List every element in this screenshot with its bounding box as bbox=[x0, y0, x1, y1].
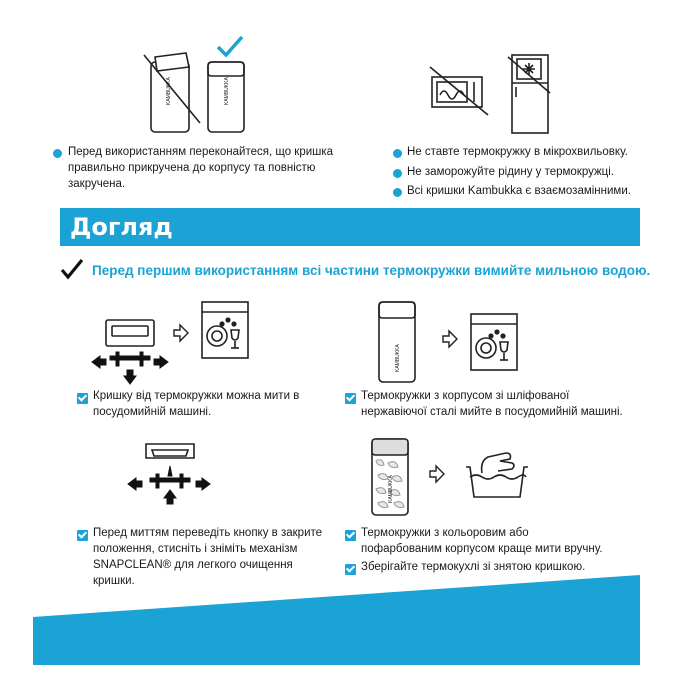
checkbox-icon bbox=[77, 393, 88, 404]
no-microwave-text: Не ставте термокружку в мікрохвильовку. bbox=[407, 146, 628, 158]
arrow-right-icon bbox=[173, 323, 189, 343]
checkbox-icon bbox=[345, 564, 356, 575]
no-microwave-freezer-illustration bbox=[429, 54, 551, 134]
big-check-icon bbox=[60, 258, 84, 280]
lid-icon bbox=[145, 443, 195, 459]
care-banner: Догляд bbox=[60, 208, 640, 246]
arrow-right-icon bbox=[429, 464, 445, 484]
dishwasher-icon bbox=[470, 313, 518, 371]
handwash-illustration: KAMBUKKA bbox=[371, 438, 528, 516]
bullet-dot bbox=[393, 149, 402, 158]
checkbox-icon bbox=[345, 393, 356, 404]
colored-handwash-text: Термокружки з кольоровим або пофарбовани… bbox=[361, 527, 603, 555]
snapclean-mechanism-icon bbox=[127, 465, 211, 505]
mug-brand-text: KAMBUKKA bbox=[224, 77, 230, 105]
handwash-icon bbox=[466, 452, 528, 498]
bullet-dot bbox=[393, 169, 402, 178]
lid-dishwasher-text: Кришку від термокружки можна мити в посу… bbox=[93, 390, 300, 418]
no-freeze-text: Не заморожуйте рідину у термокружці. bbox=[407, 166, 615, 178]
checkbox-icon bbox=[77, 530, 88, 541]
lid-check-text: Перед використанням переконайтеся, що кр… bbox=[68, 146, 334, 190]
care-intro-text: Перед першим використанням всі частини т… bbox=[92, 263, 651, 278]
arrow-right-icon bbox=[442, 329, 458, 349]
fridge-icon bbox=[507, 54, 551, 134]
mug-wrong-icon bbox=[143, 52, 201, 133]
checkbox-icon bbox=[345, 530, 356, 541]
bullet-dot bbox=[53, 149, 62, 158]
mug-brand-text: KAMBUKKA bbox=[388, 475, 394, 503]
interchangeable-lids-text: Всі кришки Kambukka є взаємозамінними. bbox=[407, 185, 631, 197]
snapclean-mechanism-icon bbox=[91, 351, 169, 385]
dishwasher-icon bbox=[201, 301, 249, 359]
microwave-icon bbox=[429, 66, 489, 116]
patterned-mug-icon bbox=[371, 438, 409, 516]
lid-dishwasher-illustration bbox=[91, 301, 249, 385]
snapclean-illustration bbox=[127, 443, 211, 505]
snapclean-text: Перед миттям переведіть кнопку в закрите… bbox=[93, 527, 323, 587]
steel-dishwasher-illustration: KAMBUKKA bbox=[378, 301, 518, 383]
mug-brand-text: KAMBUKKA bbox=[166, 77, 172, 105]
care-title: Догляд bbox=[70, 213, 173, 241]
check-mark-icon bbox=[216, 35, 244, 58]
lid-check-illustration: KAMBUKKA KAMBUKKA bbox=[143, 35, 245, 133]
mug-brand-text: KAMBUKKA bbox=[395, 344, 401, 372]
steel-dishwasher-text: Термокружки з корпусом зі шліфованої нер… bbox=[361, 390, 623, 418]
mug-correct-icon bbox=[207, 61, 245, 133]
lid-icon bbox=[105, 319, 155, 347]
mug-icon bbox=[378, 301, 416, 383]
bullet-dot bbox=[393, 188, 402, 197]
store-open-text: Зберігайте термокухлі зі знятою кришкою. bbox=[361, 561, 586, 573]
